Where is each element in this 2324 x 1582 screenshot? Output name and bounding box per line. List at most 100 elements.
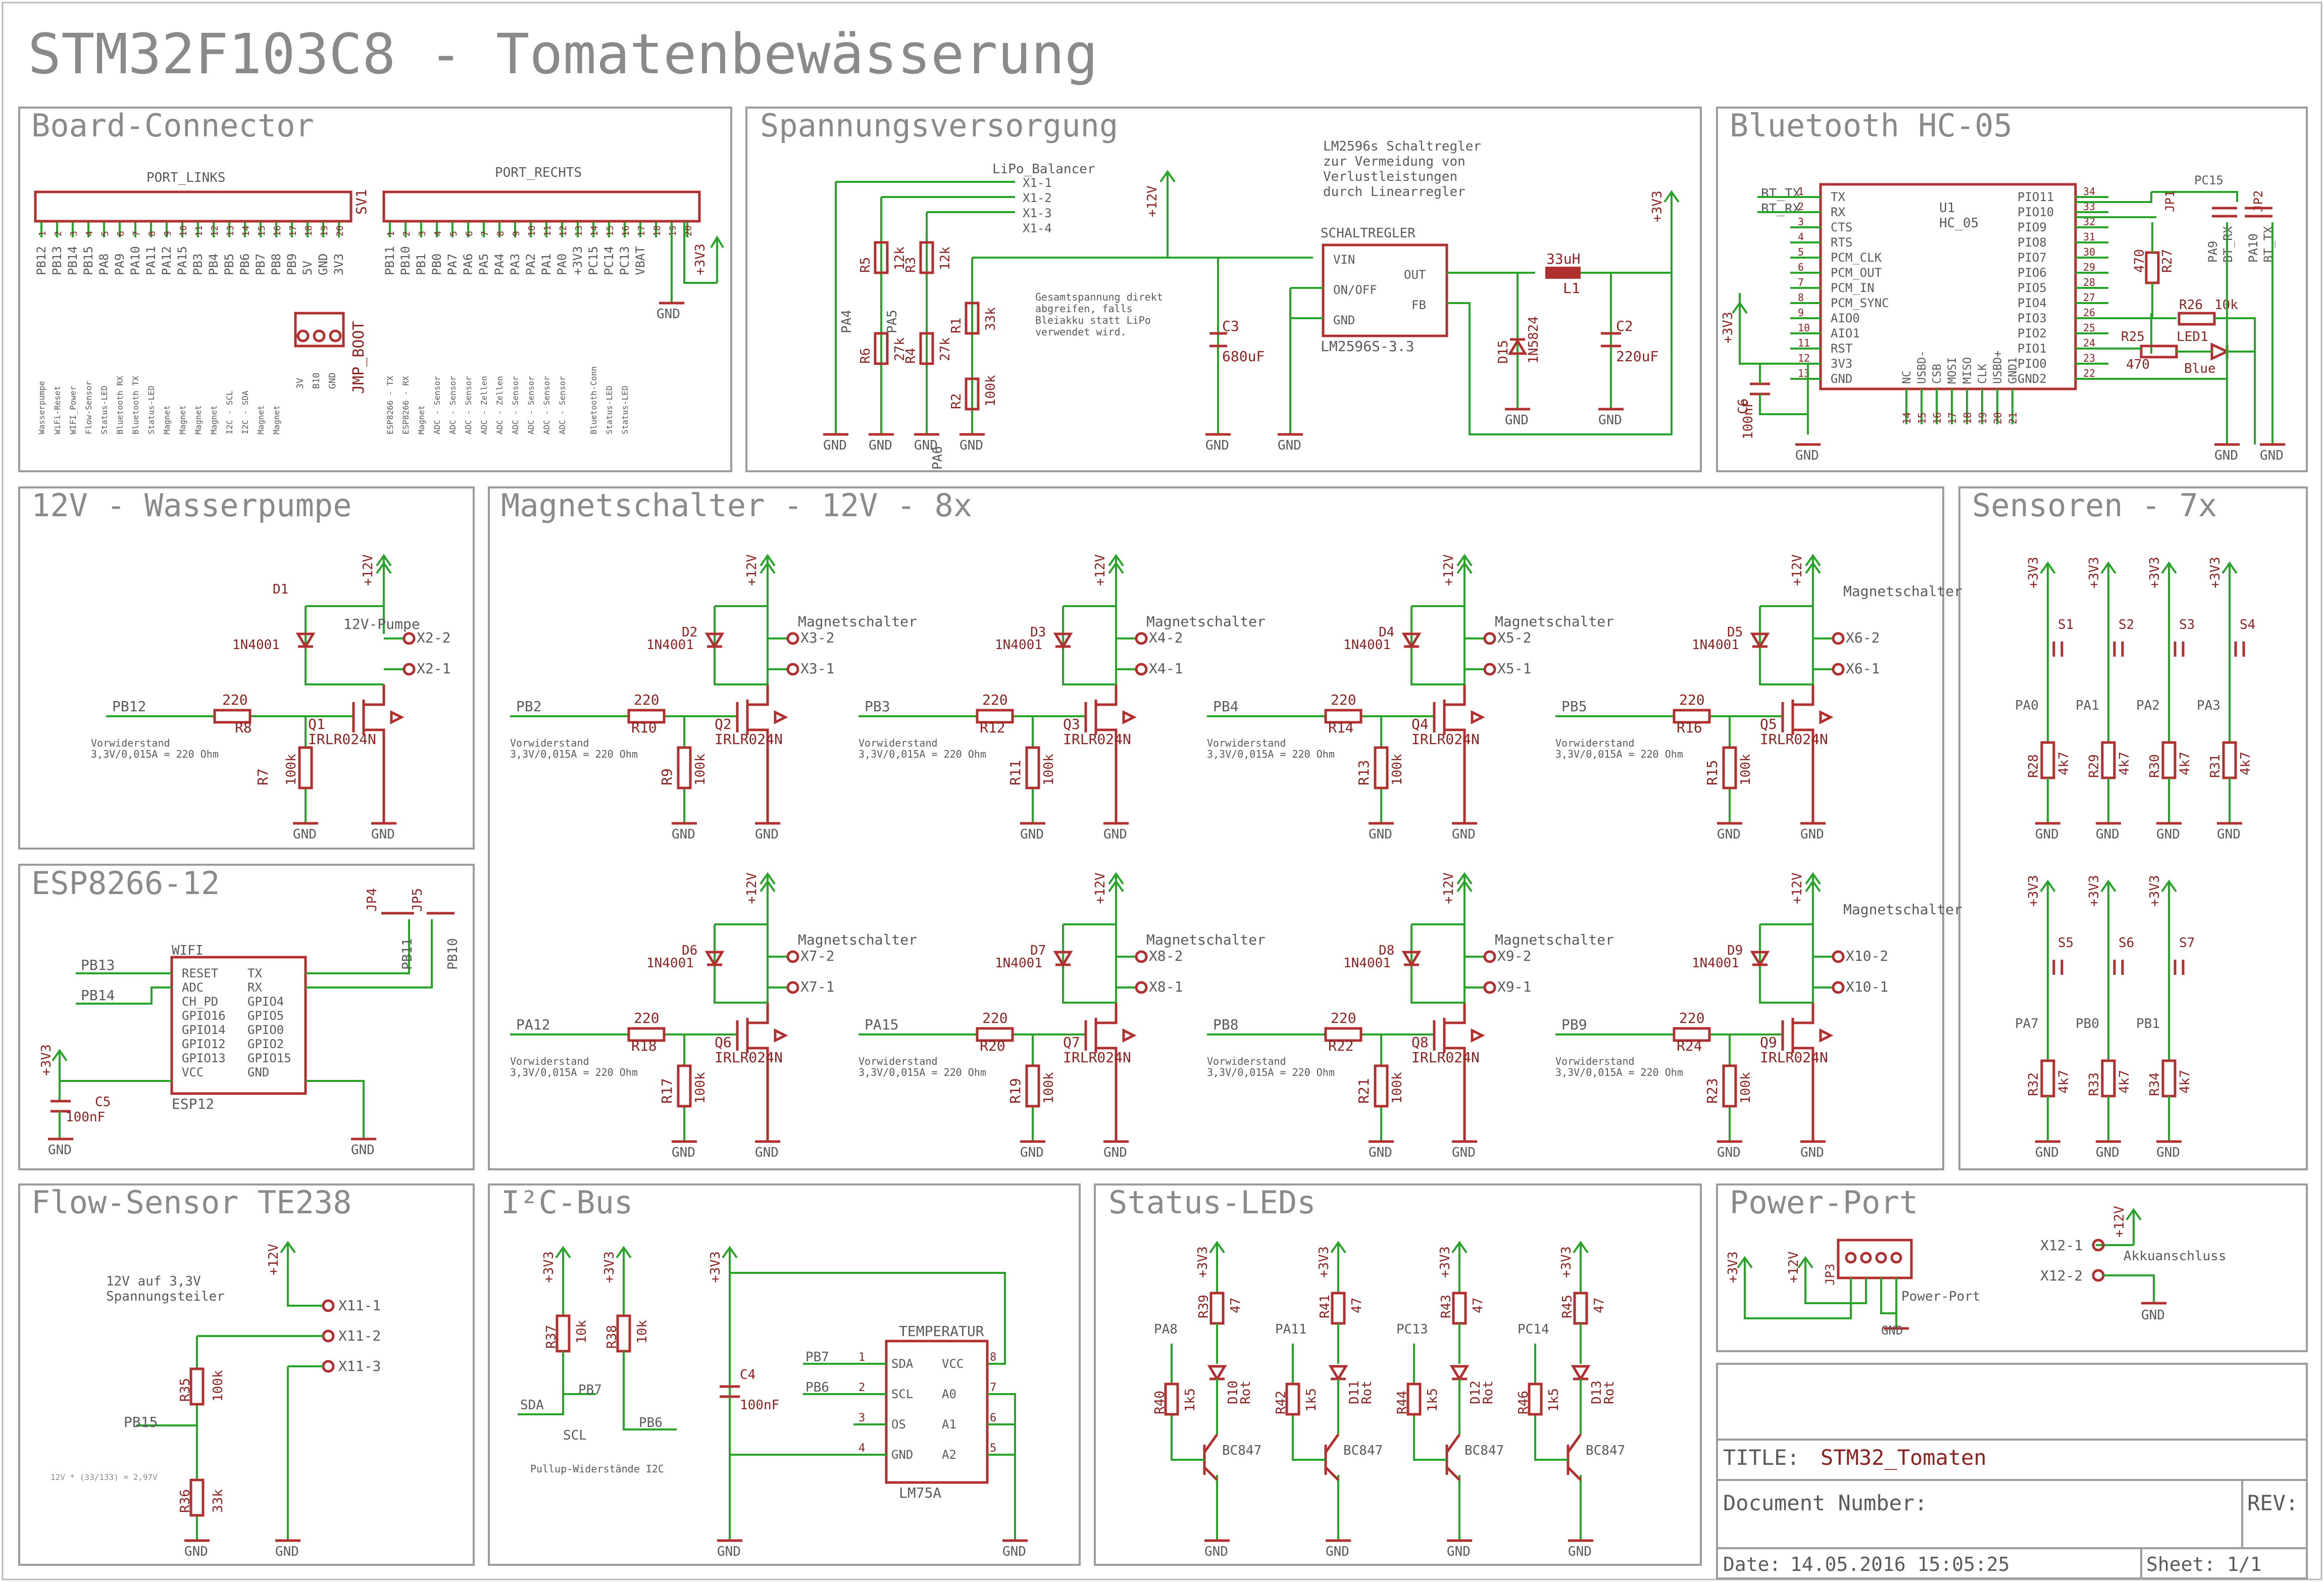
valve-rp-label: R15	[1704, 760, 1721, 785]
pin-name-left: 3V3	[332, 254, 346, 275]
pin-func-left: Magnet	[256, 405, 266, 434]
bt-pin-bottom: USBD-	[1916, 351, 1929, 384]
valve-note: 3,3V/0,015A = 220 Ohm	[510, 748, 638, 760]
wire	[760, 872, 776, 924]
esp-pin-left: GPIO14	[182, 1023, 226, 1037]
tb-rev: REV:	[2247, 1491, 2298, 1515]
lm75-pin-num: 6	[990, 1412, 996, 1424]
sensor-r-label: R29	[2087, 754, 2102, 778]
pin-name-left: PA11	[144, 246, 158, 275]
balancer-label: LiPo_Balancer	[992, 162, 1095, 177]
valve-rp-label: R19	[1007, 1078, 1024, 1104]
bt-pin-num: 7	[1798, 276, 1804, 288]
pin-number: 5	[100, 231, 111, 236]
bt-pin-right: PIO7	[2017, 251, 2047, 265]
valve-rp-label: R13	[1355, 760, 1372, 785]
res-net: PA4	[839, 310, 854, 333]
section-pump-title: 12V - Wasserpumpe	[31, 487, 352, 524]
section-bt-title: Bluetooth HC-05	[1730, 107, 2012, 144]
valve-terminal-1: X6-2	[1846, 629, 1880, 646]
res-value: 27k	[938, 337, 953, 361]
valve-d-label: D7	[1030, 943, 1046, 958]
led-r1-label: R40	[1152, 1391, 1168, 1414]
jp-net-pa10: PA10	[2246, 233, 2260, 263]
sensor-net: PA3	[2197, 698, 2220, 713]
pin-number: 3	[417, 231, 428, 236]
sensor-label: S6	[2118, 935, 2134, 951]
part-outline	[1374, 1064, 1389, 1108]
part-outline	[1471, 710, 1485, 725]
bt-pin-num: 14	[1901, 412, 1913, 424]
wire	[2040, 561, 2056, 743]
pin-number: 4	[84, 231, 95, 236]
pin-number: 9	[163, 231, 173, 236]
valve-gnd: GND	[1452, 827, 1476, 842]
valve-note: Vorwiderstand	[858, 1055, 938, 1067]
valve-net: PB4	[1213, 698, 1239, 715]
terminal	[1483, 632, 1496, 645]
res-net: PA6	[930, 446, 945, 470]
valve-terminal-2: X3-1	[800, 660, 834, 677]
pin-number: 11	[542, 225, 553, 236]
lm75-pin-num: 4	[858, 1442, 865, 1455]
valve-d-label: D3	[1030, 625, 1046, 640]
tap-x1-1: X1-1	[1023, 176, 1052, 190]
part-outline	[677, 746, 692, 789]
pump-note-1: Vorwiderstand	[91, 737, 170, 749]
r8-value: 220	[222, 691, 248, 708]
valve-terminal-2: X6-1	[1846, 660, 1880, 677]
note-batt-4: verwendet wird.	[1035, 326, 1127, 338]
led-r2-label: R43	[1439, 1295, 1454, 1318]
led-3v3: +3V3	[1195, 1246, 1210, 1278]
lm75-pin-right: A2	[942, 1448, 956, 1462]
jp4-net: PB11	[400, 938, 415, 970]
valve-gnd: GND	[1369, 827, 1392, 842]
section-valves-title: Magnetschalter - 12V - 8x	[501, 487, 972, 524]
pin-func-right: ESP8266 - TX	[385, 376, 395, 434]
tap-x1-3: X1-3	[1023, 206, 1052, 220]
valve-r-label: R22	[1328, 1037, 1354, 1054]
pc15-label: PC15	[2194, 173, 2224, 187]
led-r2-value: 47	[1349, 1298, 1365, 1313]
part-outline	[736, 1003, 769, 1142]
pump-12v-label: +12V	[361, 554, 376, 586]
pin-name-left: PA8	[97, 254, 111, 275]
wire	[1413, 1344, 1447, 1461]
valve-terminal-1: X9-2	[1497, 948, 1531, 964]
pin-name-right: VBAT	[633, 246, 647, 275]
bt-pin-bottom: MISO	[1961, 357, 1974, 384]
pin-func-right: ADC - Zellen	[479, 376, 489, 434]
res-label: R4	[903, 348, 919, 364]
sensor-r-label: R32	[2026, 1072, 2041, 1096]
pin-name-right: PA1	[539, 254, 553, 275]
pin-name-left: PB14	[66, 246, 80, 275]
part-outline	[1122, 710, 1137, 725]
bt-pin-num: 21	[2007, 412, 2019, 424]
r27-value: 470	[2132, 249, 2147, 273]
bt-pin-bottom: USBD+	[1992, 351, 2004, 384]
bt-pin-left: TX	[1831, 190, 1845, 204]
esp-pin-left: VCC	[182, 1065, 204, 1079]
section-frames	[18, 107, 2308, 1566]
r36-label: R36	[178, 1489, 193, 1513]
r7-value: 100k	[284, 754, 299, 785]
r38-label: R38	[604, 1325, 620, 1349]
i2c-note: Pullup-Widerstände I2C	[530, 1463, 664, 1475]
pin-func-left: Status-LED	[146, 386, 156, 434]
led-r2-label: R41	[1318, 1295, 1333, 1318]
part-outline	[976, 1027, 1014, 1042]
note-batt-2: abgreifen, falls	[1035, 303, 1133, 315]
valve-terminal-2: X9-1	[1497, 978, 1531, 995]
pump-gnd-1: GND	[293, 827, 317, 842]
valve-note: Vorwiderstand	[1555, 1055, 1635, 1067]
valve-r-value: 220	[1679, 691, 1705, 708]
esp-gnd-1: GND	[48, 1143, 72, 1158]
pin-func-left: Bluetooth RX	[115, 376, 125, 434]
valve-q-value: IRLR024N	[715, 731, 783, 748]
board-connector: PORT_LINKS PORT_RECHTS SV1 1PB12Wasserpu…	[34, 165, 724, 434]
d15-value: 1N5824	[1526, 316, 1541, 364]
res-value: 100k	[983, 375, 998, 407]
esp-pin-right: GPIO4	[247, 995, 284, 1009]
valve-gnd: GND	[755, 827, 779, 842]
bt-pin-num: 4	[1798, 231, 1804, 243]
